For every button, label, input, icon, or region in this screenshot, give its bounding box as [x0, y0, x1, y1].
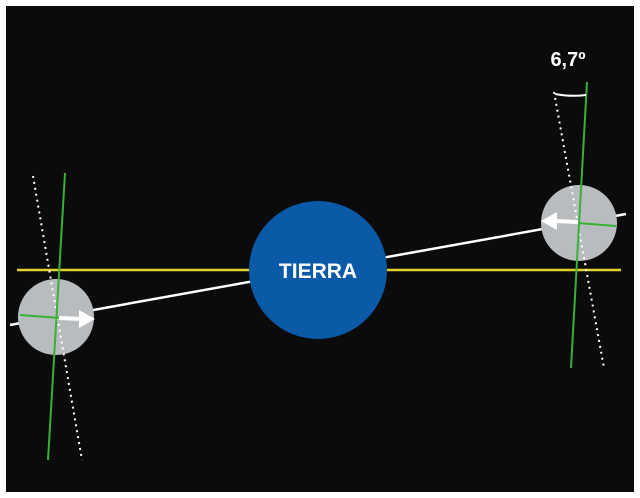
tilt-angle-label: 6,7º — [550, 49, 585, 71]
moon-left-equator-line — [19, 314, 61, 319]
arrow-left-icon — [541, 212, 579, 230]
arrow-right-icon — [58, 310, 95, 328]
earth-disc — [249, 201, 387, 339]
earth: TIERRA — [249, 201, 387, 339]
moon-right-equator-line — [577, 222, 617, 227]
moon-left-rotation-axis — [47, 172, 66, 461]
earth-label: TIERRA — [279, 260, 357, 283]
moon-right-rotation-axis — [570, 81, 588, 369]
tilt-angle-arc — [554, 93, 587, 97]
frame-border — [5, 5, 635, 493]
moon-left — [18, 172, 95, 461]
moon-right — [541, 81, 617, 369]
